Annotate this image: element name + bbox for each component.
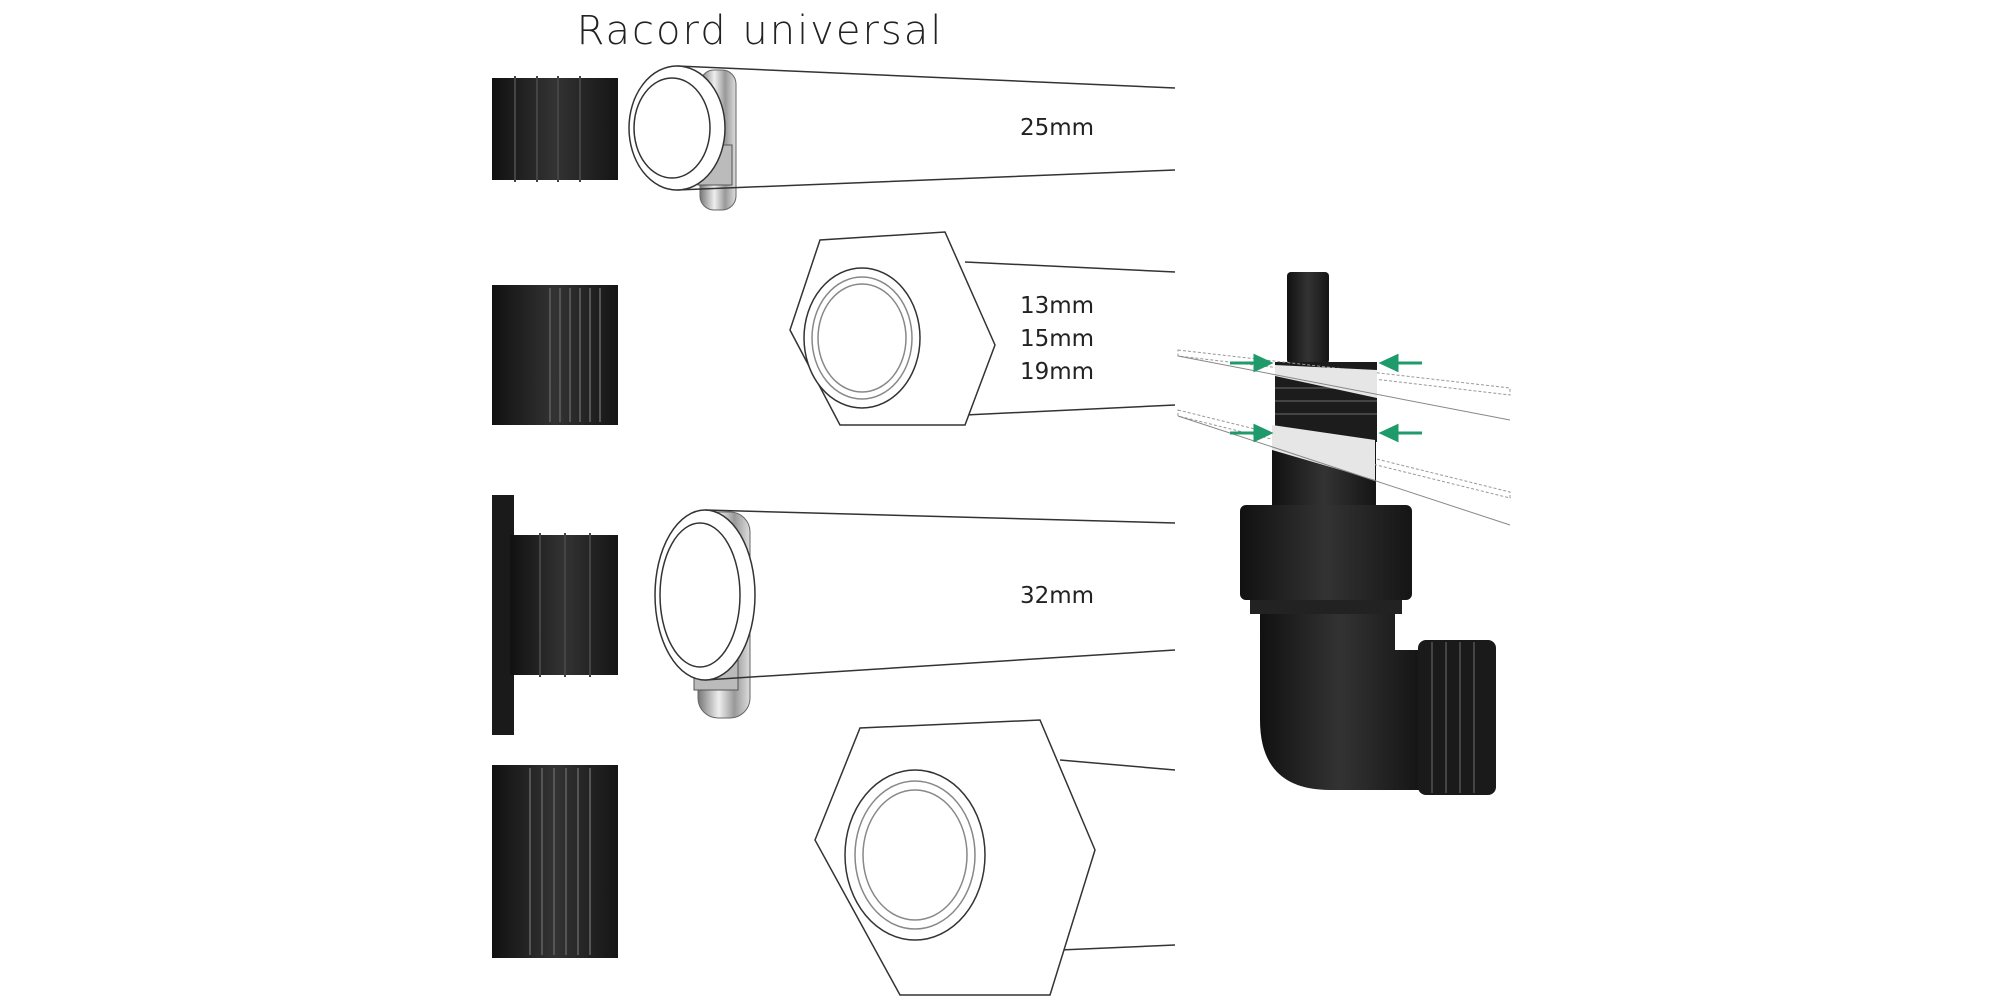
size-label-19mm: 19mm [1020,359,1095,385]
threaded-adapter-large [492,765,618,958]
hose-25mm [628,65,1176,191]
hex-nut-small [789,231,996,426]
hex-nut-large [814,719,1096,996]
compression-arrows [1230,353,1422,443]
page-title: Racord universal [576,8,944,54]
threaded-adapter-small [492,285,618,425]
flanged-barb-adapter-32mm [492,495,618,735]
hose-large [1059,759,1176,951]
barb-adapter-25mm [492,76,618,182]
size-label-25mm: 25mm [1020,115,1095,141]
hose-32mm [654,509,1176,681]
elbow-fitting-assembly [1240,272,1496,795]
size-label-32mm: 32mm [1020,583,1095,609]
size-label-15mm: 15mm [1020,326,1095,352]
size-label-13mm: 13mm [1020,293,1095,319]
hose-13-15-19mm [964,261,1176,416]
